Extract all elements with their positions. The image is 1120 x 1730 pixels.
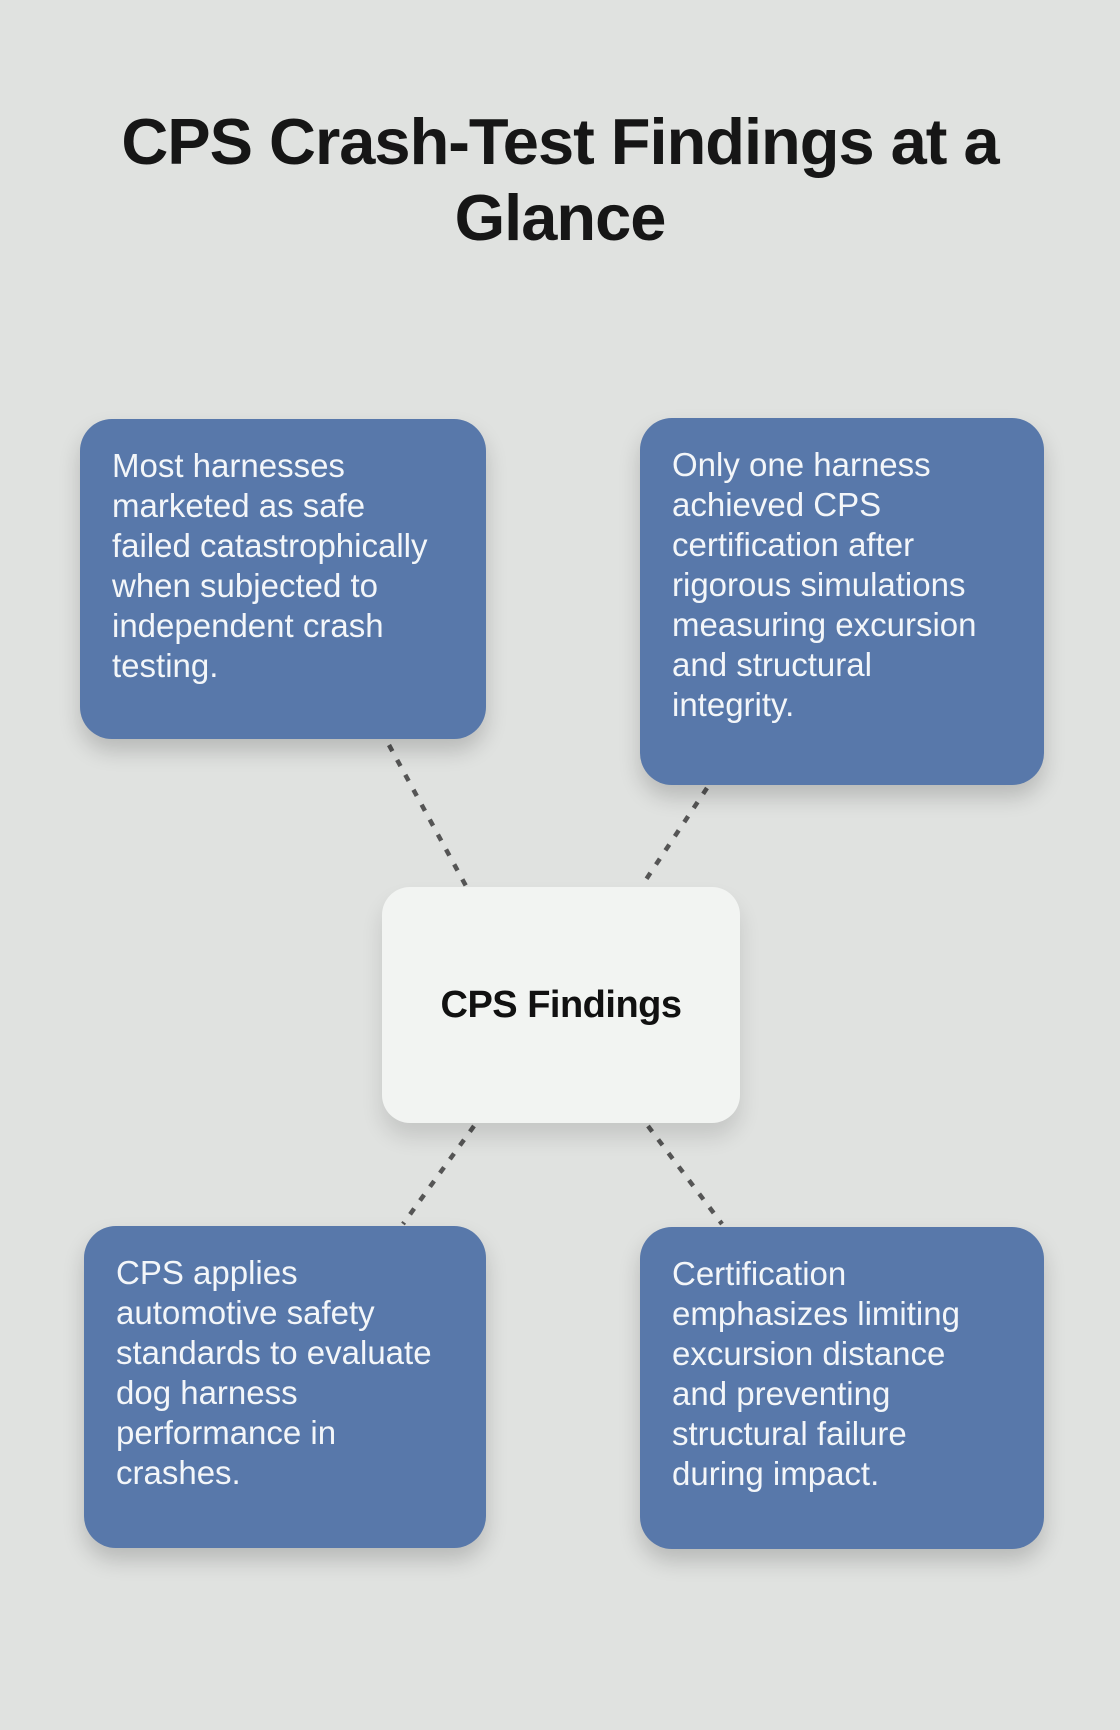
center-node: CPS Findings <box>382 887 740 1123</box>
connector-line-top-right <box>641 786 709 886</box>
center-node-label: CPS Findings <box>440 983 683 1026</box>
finding-text-bottom-left: CPS applies automotive safety standards … <box>116 1254 432 1491</box>
finding-node-bottom-left: CPS applies automotive safety standards … <box>84 1226 486 1548</box>
connector-line-top-left <box>387 743 468 888</box>
finding-text-top-right: Only one harness achieved CPS certificat… <box>672 446 977 723</box>
finding-node-bottom-right: Certification emphasizes limiting excurs… <box>640 1227 1044 1549</box>
finding-text-bottom-right: Certification emphasizes limiting excurs… <box>672 1255 960 1492</box>
page-title: CPS Crash-Test Findings at a Glance <box>121 105 999 254</box>
finding-node-top-left: Most harnesses marketed as safe failed c… <box>80 419 486 739</box>
connector-line-bottom-left <box>401 1124 476 1226</box>
connector-line-bottom-right <box>646 1124 724 1226</box>
finding-text-top-left: Most harnesses marketed as safe failed c… <box>112 447 428 684</box>
finding-node-top-right: Only one harness achieved CPS certificat… <box>640 418 1044 785</box>
